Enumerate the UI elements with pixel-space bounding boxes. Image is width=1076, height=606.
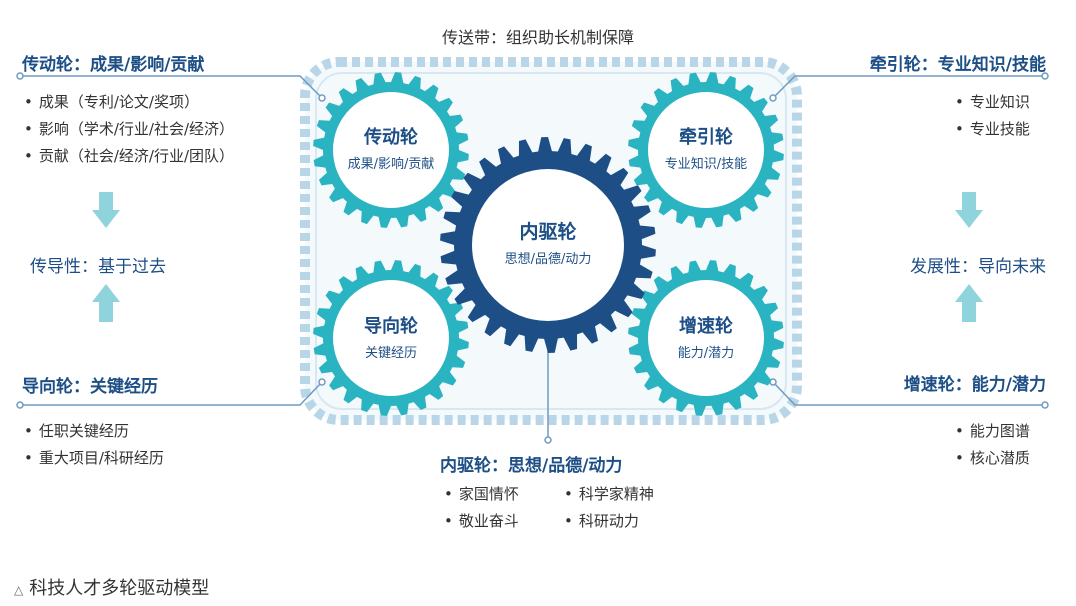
list-item: 贡献（社会/经济/行业/团队） bbox=[24, 143, 234, 170]
list-item: 敬业奋斗 bbox=[444, 508, 519, 535]
triangle-icon: △ bbox=[14, 583, 24, 597]
left-middle-label: 传导性：基于过去 bbox=[30, 257, 166, 277]
gear-bl-subtitle: 关键经历 bbox=[365, 346, 417, 361]
bottom-center-list-col2: 科学家精神 科研动力 bbox=[564, 481, 654, 535]
list-item: 核心潜质 bbox=[955, 445, 1030, 472]
gear-tl-title: 传动轮 bbox=[363, 126, 418, 148]
figure-caption: △ 科技人才多轮驱动模型 bbox=[14, 574, 209, 600]
right-up-arrow bbox=[955, 284, 983, 322]
conveyor-title: 传送带：组织助长机制保障 bbox=[441, 28, 634, 47]
left-top-list: 成果（专利/论文/奖项） 影响（学术/行业/社会/经济） 贡献（社会/经济/行业… bbox=[24, 89, 234, 170]
list-item: 重大项目/科研经历 bbox=[24, 445, 164, 472]
left-down-arrow bbox=[92, 192, 120, 228]
right-top-heading: 牵引轮：专业知识/技能 bbox=[869, 55, 1046, 75]
right-middle-label: 发展性：导向未来 bbox=[910, 257, 1046, 277]
right-bottom-list: 能力图谱 核心潜质 bbox=[955, 418, 1030, 472]
bottom-center-list-col1: 家国情怀 敬业奋斗 bbox=[444, 481, 519, 535]
list-item: 任职关键经历 bbox=[24, 418, 164, 445]
gear-tl-subtitle: 成果/影响/贡献 bbox=[348, 156, 435, 172]
left-up-arrow bbox=[92, 284, 120, 322]
gear-tr-title: 牵引轮 bbox=[679, 126, 733, 148]
caption-text: 科技人才多轮驱动模型 bbox=[29, 578, 210, 599]
left-top-heading: 传动轮：成果/影响/贡献 bbox=[22, 55, 205, 75]
left-bottom-heading: 导向轮：关键经历 bbox=[22, 377, 158, 397]
right-down-arrow bbox=[955, 192, 983, 228]
list-item: 能力图谱 bbox=[955, 418, 1030, 445]
gear-tr-subtitle: 专业知识/技能 bbox=[665, 156, 747, 172]
list-item: 专业知识 bbox=[955, 89, 1030, 116]
left-bottom-list: 任职关键经历 重大项目/科研经历 bbox=[24, 418, 164, 472]
bottom-center-heading: 内驱轮：思想/品德/动力 bbox=[440, 456, 623, 476]
right-top-list: 专业知识 专业技能 bbox=[955, 89, 1030, 143]
gear-br-title: 增速轮 bbox=[679, 315, 733, 337]
right-bottom-heading: 增速轮：能力/潜力 bbox=[903, 375, 1046, 395]
gear-center-subtitle: 思想/品德/动力 bbox=[505, 251, 592, 267]
list-item: 影响（学术/行业/社会/经济） bbox=[24, 116, 234, 143]
gear-bl-title: 导向轮 bbox=[364, 315, 418, 337]
list-item: 专业技能 bbox=[955, 116, 1030, 143]
list-item: 家国情怀 bbox=[444, 481, 519, 508]
list-item: 成果（专利/论文/奖项） bbox=[24, 89, 234, 116]
connector-lines bbox=[20, 75, 1045, 440]
gear-br-subtitle: 能力/潜力 bbox=[678, 346, 734, 361]
list-item: 科研动力 bbox=[564, 508, 654, 535]
gear-center-title: 内驱轮 bbox=[519, 220, 576, 243]
list-item: 科学家精神 bbox=[564, 481, 654, 508]
